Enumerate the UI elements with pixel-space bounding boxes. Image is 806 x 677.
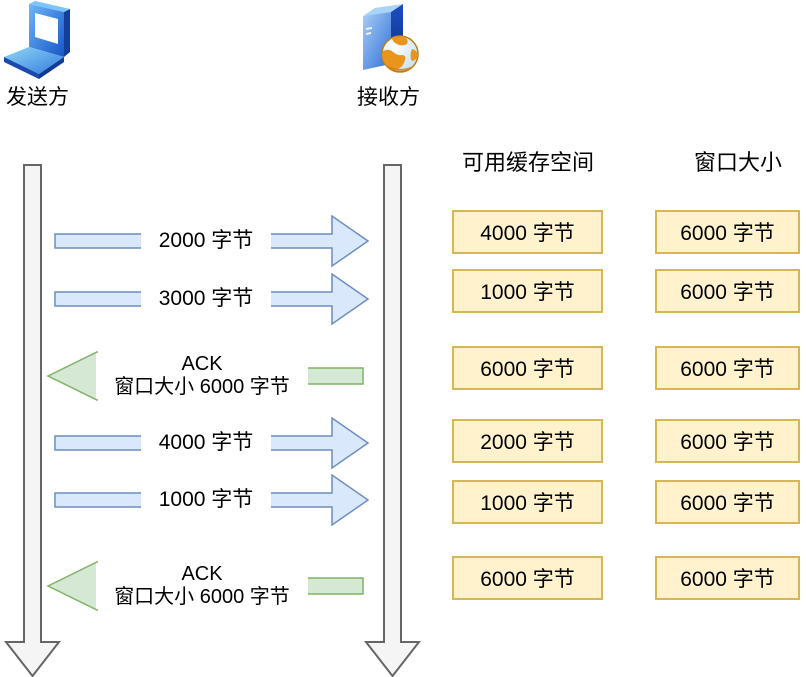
- sender-label: 发送方: [6, 86, 69, 109]
- buffer-box-6: 6000 字节: [452, 556, 603, 600]
- receiver-lifeline: [363, 164, 422, 677]
- data-arrow-3-label: 4000 字节: [141, 430, 271, 456]
- ack-arrow-1-label: ACK 窗口大小 6000 字节: [96, 353, 308, 399]
- data-arrow-4-label: 1000 字节: [141, 487, 271, 513]
- window-box-2: 6000 字节: [655, 269, 800, 313]
- ack-1-line1: ACK: [181, 353, 223, 375]
- ack-1-line2: 窗口大小 6000 字节: [114, 376, 290, 398]
- buffer-box-4: 2000 字节: [452, 419, 603, 463]
- ack-2-line1: ACK: [181, 563, 223, 585]
- receiver-label: 接收方: [357, 86, 420, 109]
- window-box-1: 6000 字节: [655, 210, 800, 254]
- window-box-6: 6000 字节: [655, 556, 800, 600]
- window-column-header: 窗口大小: [693, 150, 782, 175]
- window-box-5: 6000 字节: [655, 480, 800, 524]
- buffer-box-1: 4000 字节: [452, 210, 603, 254]
- buffer-box-2: 1000 字节: [452, 269, 603, 313]
- ack-2-line2: 窗口大小 6000 字节: [114, 586, 290, 608]
- buffer-box-5: 1000 字节: [452, 480, 603, 524]
- buffer-column-header: 可用缓存空间: [461, 150, 594, 175]
- sender-lifeline: [3, 164, 62, 677]
- data-arrow-1-label: 2000 字节: [141, 228, 271, 254]
- window-box-4: 6000 字节: [655, 419, 800, 463]
- server-globe-icon: [363, 4, 419, 73]
- window-box-3: 6000 字节: [655, 346, 800, 390]
- data-arrow-2-label: 3000 字节: [141, 286, 271, 312]
- ack-arrow-2-label: ACK 窗口大小 6000 字节: [96, 563, 308, 609]
- laptop-icon: [4, 1, 70, 79]
- buffer-box-3: 6000 字节: [452, 346, 603, 390]
